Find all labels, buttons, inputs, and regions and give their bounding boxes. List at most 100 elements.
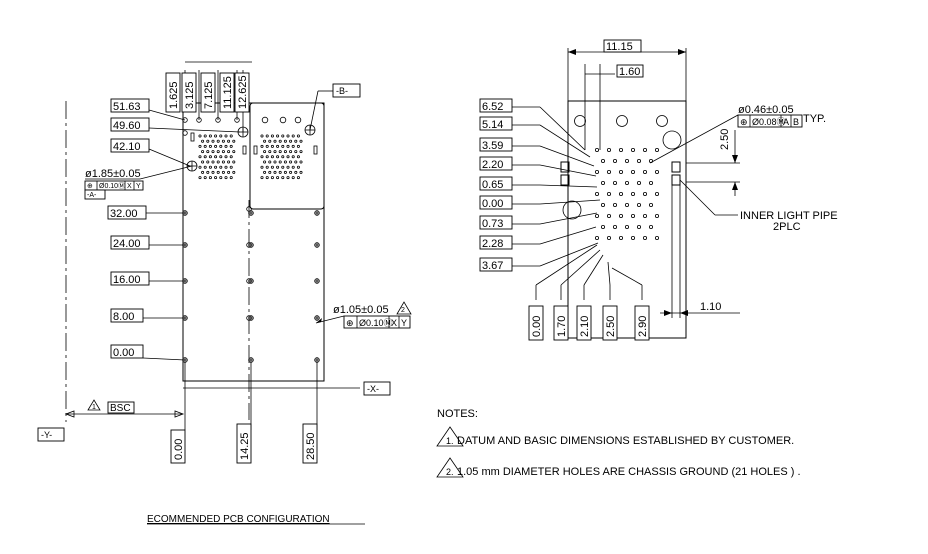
- right-y-dim: 0.73: [479, 212, 598, 230]
- pin-hole: [229, 155, 233, 159]
- pin-hole: [206, 170, 210, 174]
- pin-hole: [649, 180, 654, 185]
- pin-hole: [637, 180, 642, 185]
- datum-a-fcf-symbol: ⊕: [87, 183, 93, 190]
- pin-hole: [619, 235, 624, 240]
- y-dim-16-00: 16.00: [113, 274, 141, 286]
- pin-hole: [299, 170, 303, 174]
- ground-hole: [246, 315, 252, 321]
- pin-hole: [607, 169, 612, 174]
- pin-hole: [595, 169, 600, 174]
- right-y-dims: 6.525.143.592.200.650.000.732.283.67: [479, 98, 601, 272]
- light-pipe-1: [671, 161, 681, 173]
- ground-hole: [248, 357, 254, 363]
- pin-hole: [649, 158, 654, 163]
- pin-hole: [286, 165, 290, 169]
- pin-hole: [595, 235, 600, 240]
- pin-hole: [276, 144, 280, 148]
- ground-hole: [314, 315, 320, 321]
- pin-hole: [286, 155, 290, 159]
- large-hole: [562, 200, 582, 220]
- pin-hole: [224, 155, 228, 159]
- ground-hole: [215, 117, 221, 123]
- pin-hole: [649, 202, 654, 207]
- pin-hole: [601, 180, 606, 185]
- right-y-dim-label: 0.65: [482, 179, 503, 191]
- pin-hole: [283, 170, 287, 174]
- pin-hole: [294, 170, 298, 174]
- note-1-triangle: [436, 426, 464, 447]
- pin-hole: [607, 191, 612, 196]
- right-bottom-dim: 1.70: [553, 249, 601, 341]
- right-bottom-dim-label: 2.50: [605, 316, 617, 337]
- right-board-outline: [567, 100, 687, 339]
- right-y-dim-label: 6.52: [482, 101, 503, 113]
- top-dim-1: 1.625: [168, 81, 180, 109]
- pin-hole: [631, 235, 636, 240]
- pin-hole: [206, 160, 210, 164]
- pin-hole: [211, 150, 215, 154]
- datum-a-fcf-tolerance: Ø0.10Ⓜ: [99, 182, 125, 190]
- pin-hole: [221, 139, 225, 143]
- pin-hole: [294, 150, 298, 154]
- pin-hole: [278, 170, 282, 174]
- pin-hole: [613, 224, 618, 229]
- ground-fcf-tolerance: Ø0.10Ⓜ: [359, 318, 393, 328]
- pin-hole: [263, 170, 267, 174]
- pin-hole: [265, 165, 269, 169]
- mount-hole: [574, 115, 586, 127]
- latch-slot: [313, 145, 318, 155]
- ground-hole: [314, 210, 320, 216]
- light-pipe-2: [671, 174, 681, 186]
- datum-b-label: -B-: [336, 86, 348, 96]
- ground-hole: [182, 117, 188, 123]
- y-dim-51-63: 51.63: [113, 101, 141, 113]
- right-bottom-dim: 2.50: [602, 261, 618, 341]
- ground-hole: [196, 117, 202, 123]
- pin-hole: [229, 144, 233, 148]
- pin-hole: [224, 176, 228, 180]
- pin-hole: [289, 139, 293, 143]
- right-bottom-dim-label: 0.00: [531, 316, 543, 337]
- pin-hole: [281, 165, 285, 169]
- left-holes: [182, 116, 320, 363]
- pin-hole: [607, 147, 612, 152]
- right-bottom-dim-label: 1.70: [556, 316, 568, 337]
- pin-hole: [208, 165, 212, 169]
- pin-hole: [214, 134, 218, 138]
- pin-hole: [211, 160, 215, 164]
- right-y-dim: 2.20: [479, 156, 597, 177]
- datum-hole: [237, 126, 249, 138]
- pin-hole: [270, 144, 274, 148]
- pin-hole: [216, 139, 220, 143]
- pin-hole: [214, 165, 218, 169]
- mount-hole: [279, 116, 287, 124]
- ground-hole: [314, 278, 320, 284]
- pin-hole: [227, 170, 231, 174]
- pin-hole: [260, 134, 264, 138]
- ground-note-ref: 2: [401, 307, 405, 314]
- pin-hole: [643, 235, 648, 240]
- pin-hole: [601, 158, 606, 163]
- pin-hole: [227, 139, 231, 143]
- pin-hole: [286, 144, 290, 148]
- pin-hole: [265, 144, 269, 148]
- pin-hole: [203, 144, 207, 148]
- pin-hole: [299, 160, 303, 164]
- pin-fcf-tolerance: Ø0.08Ⓜ: [752, 117, 786, 127]
- pin-hole: [625, 202, 630, 207]
- note-1-number: 1.: [446, 436, 454, 446]
- pin-hole: [619, 191, 624, 196]
- pin-hole: [208, 134, 212, 138]
- ground-hole-callout: ø1.05±0.05 2 ⊕ Ø0.10Ⓜ X Y: [315, 301, 412, 329]
- pin-hole: [278, 139, 282, 143]
- top-dim-1-60: 1.60: [619, 66, 640, 78]
- right-y-dim: 3.59: [479, 137, 595, 167]
- right-y-dim: 6.52: [479, 98, 586, 151]
- left-board-outline: [182, 102, 325, 382]
- datum-hole: [304, 124, 316, 136]
- pin-hole: [208, 144, 212, 148]
- pin-hole: [631, 191, 636, 196]
- left-view: 1.625 3.125 7.125 11.125 12.625 51.63: [37, 61, 412, 464]
